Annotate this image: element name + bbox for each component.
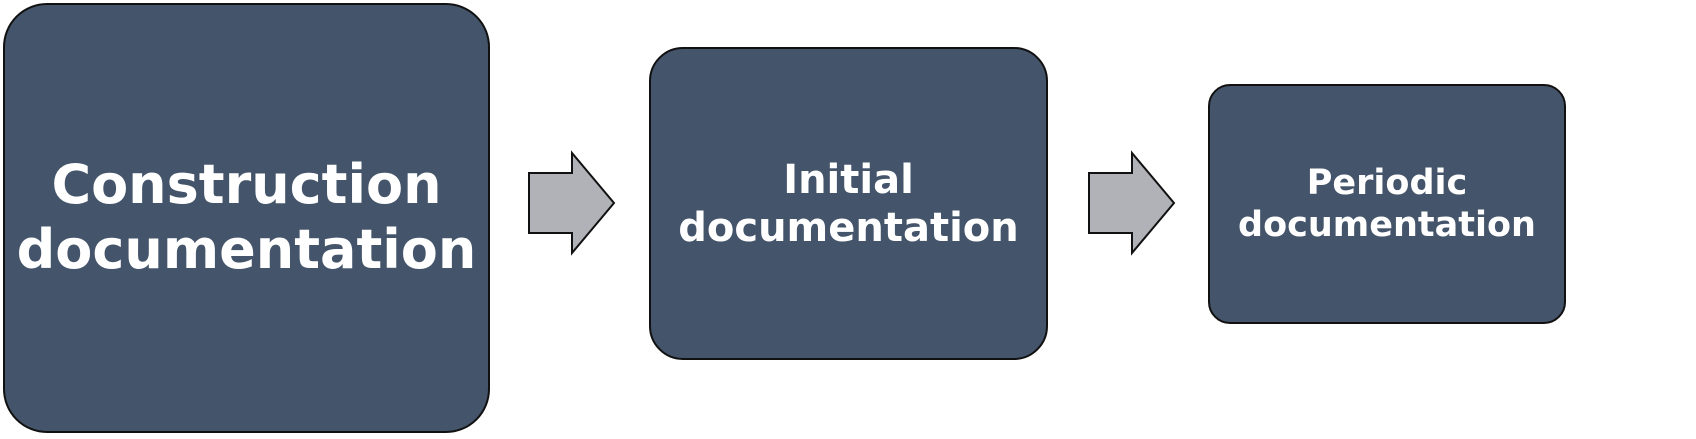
step-label-line1: Periodic	[1306, 163, 1468, 203]
step-initial-documentation: Initial documentation	[649, 47, 1048, 360]
step-label-line2: documentation	[678, 204, 1019, 251]
step-label-line1: Initial	[783, 156, 914, 203]
step-periodic-documentation: Periodic documentation	[1208, 84, 1566, 324]
right-arrow-icon	[1088, 150, 1176, 256]
step-label-line1: Construction	[51, 153, 442, 217]
step-label-line2: documentation	[1238, 205, 1536, 245]
right-arrow-icon	[528, 150, 616, 256]
step-label-line2: documentation	[16, 218, 477, 281]
step-construction-documentation: Construction documentation	[3, 3, 490, 433]
